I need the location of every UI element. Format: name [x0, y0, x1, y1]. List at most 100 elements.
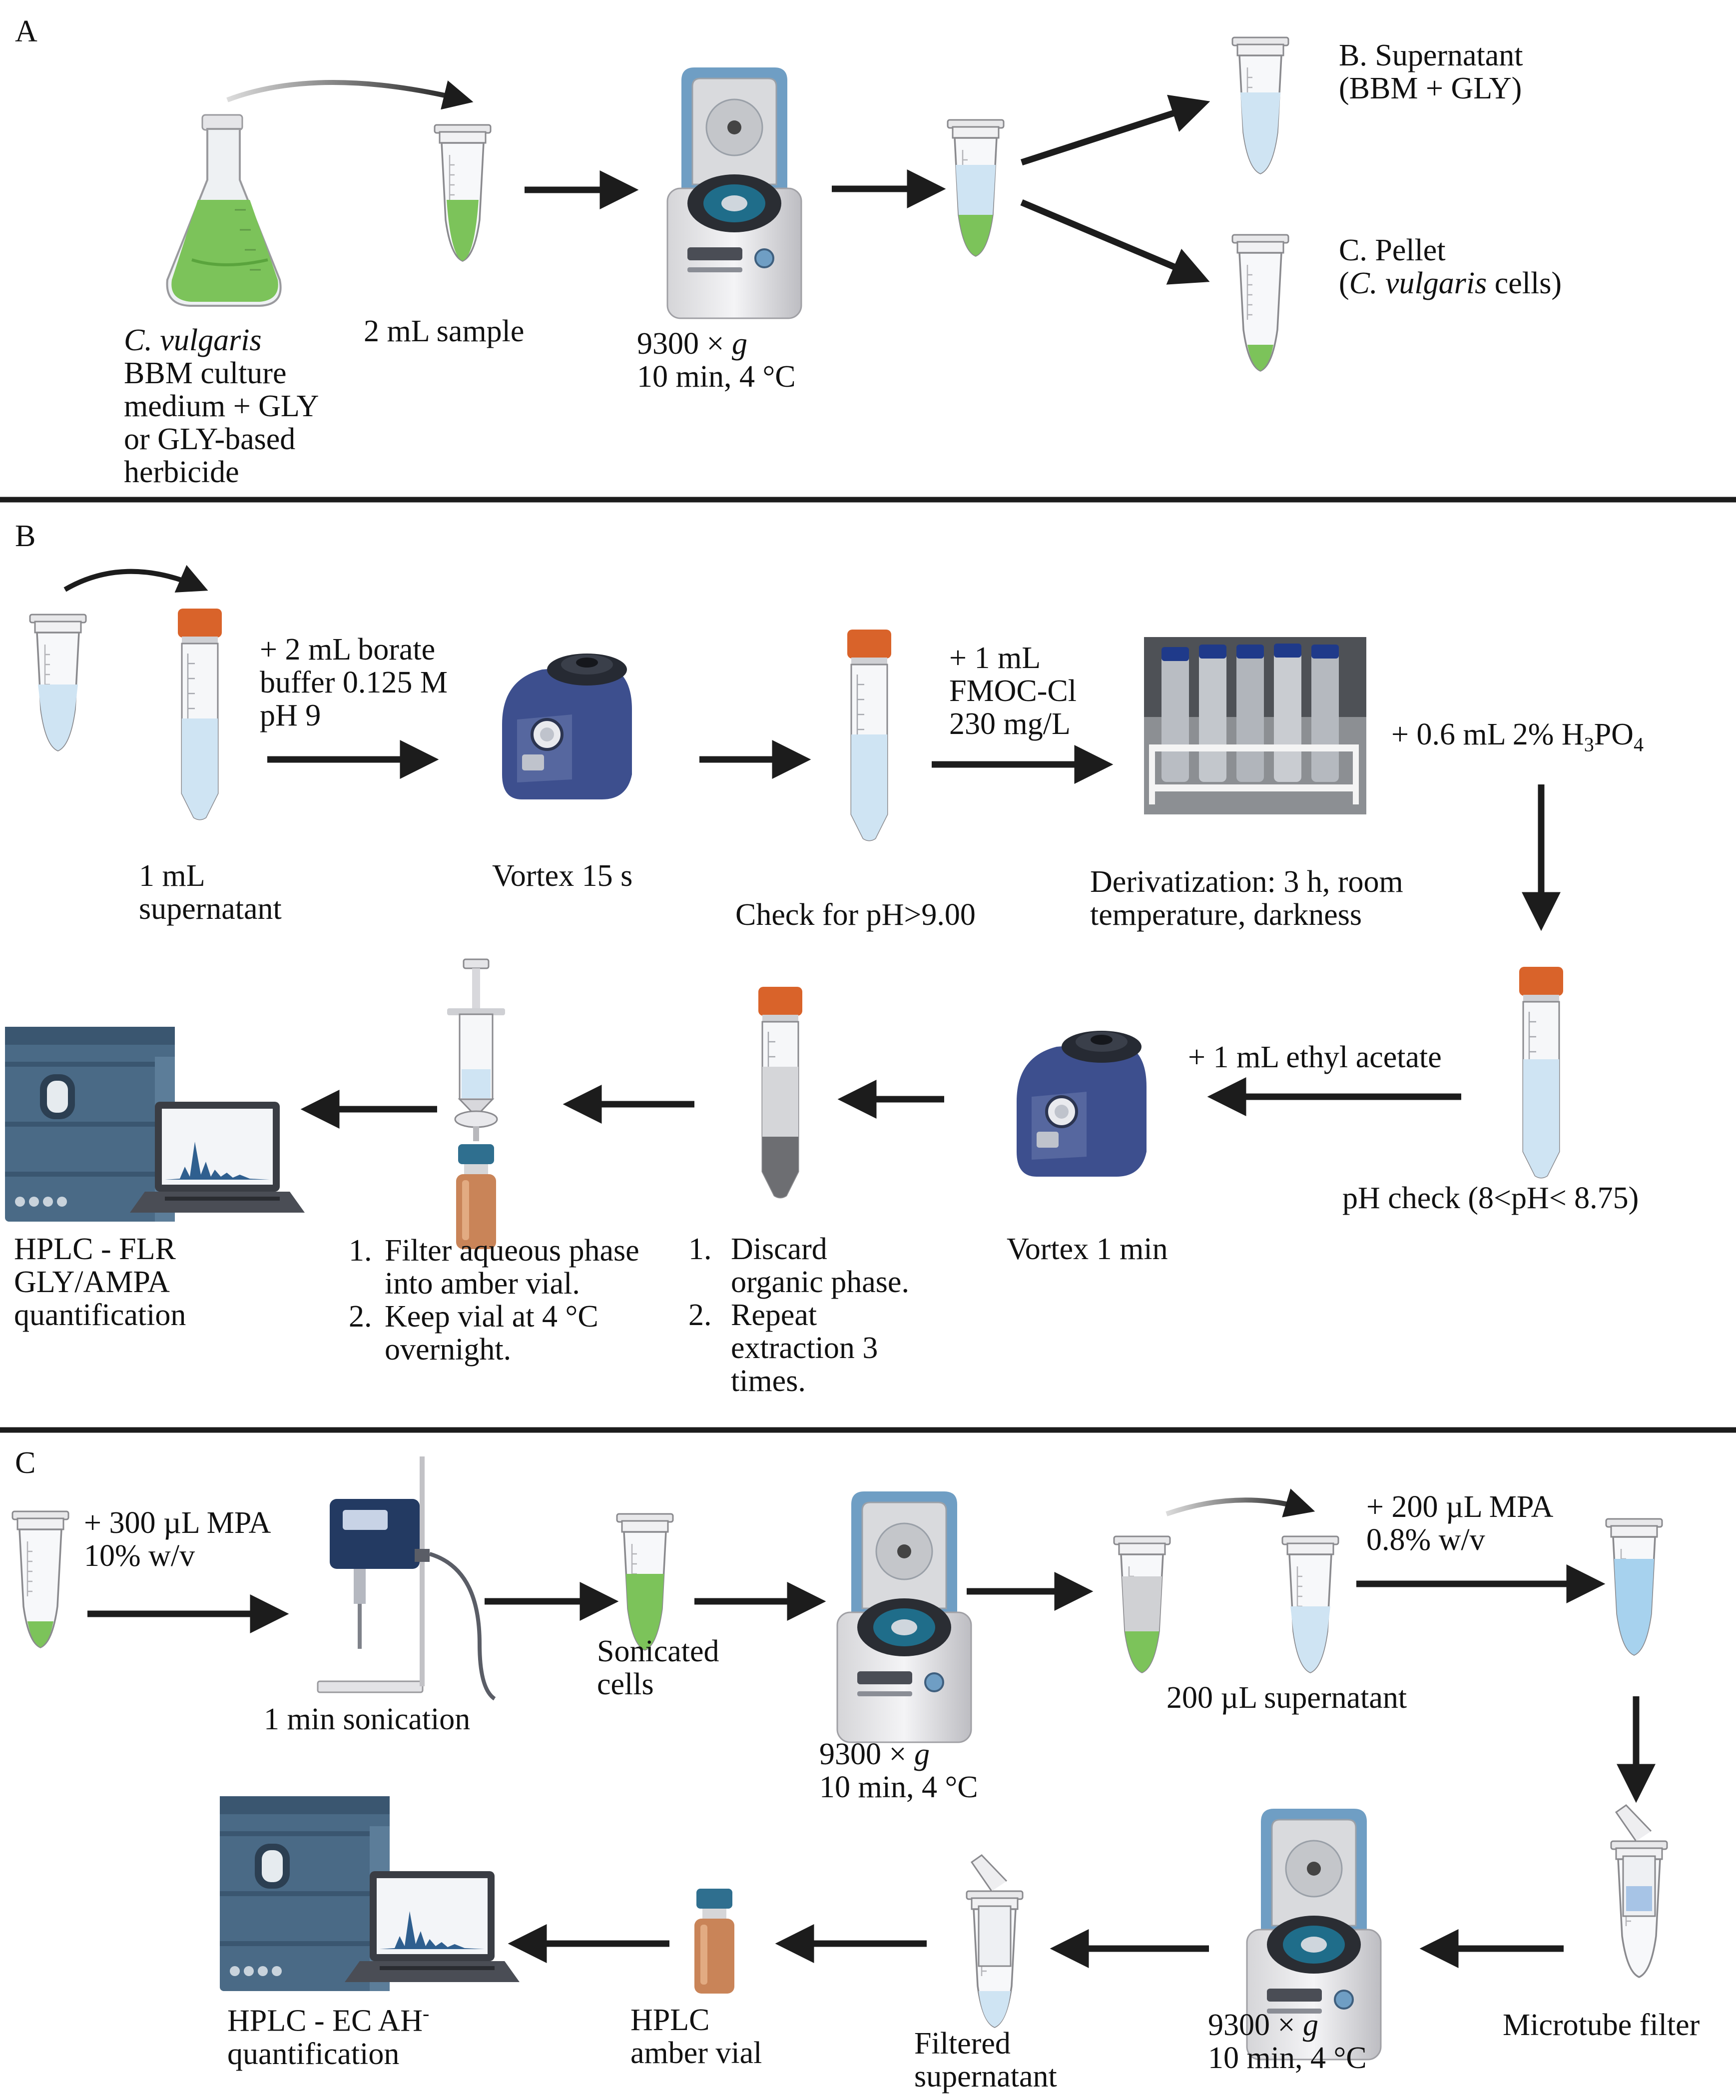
supernatant-200-tube-icon — [1281, 1535, 1339, 1673]
culture-label: C. vulgaris BBM culture medium + GLY or … — [124, 324, 319, 489]
centrifuge-a-g: g — [731, 327, 747, 361]
panel-label-c: C — [15, 1446, 36, 1480]
erlenmeyer-flask-icon — [166, 114, 282, 307]
fmoc-line-2: FMOC-Cl — [949, 674, 1077, 708]
vial-line-2: amber vial — [630, 2036, 762, 2070]
fmoc-line-3: 230 mg/L — [949, 707, 1071, 741]
discard-line-5: times. — [731, 1364, 806, 1398]
centrifuge-c2-g: g — [1302, 2008, 1318, 2042]
centrifuge-a-time: 10 min, 4 °C — [637, 360, 796, 394]
filter-line-4: overnight. — [385, 1333, 512, 1367]
sample-tube-icon — [434, 124, 492, 262]
centrifuge-a-label: 9300 × g 10 min, 4 °C — [637, 327, 796, 393]
pellet-a-label: C. Pellet (C. vulgaris cells) — [1339, 234, 1562, 300]
filtered-supernatant-label: Filtered supernatant — [914, 2027, 1057, 2093]
sonicated-label: Sonicated cells — [597, 1635, 719, 1701]
mpa-tube-icon — [1605, 1518, 1663, 1656]
sonicated-line-2: cells — [597, 1667, 654, 1701]
discard-line-4: extraction 3 — [731, 1331, 878, 1365]
supernatant-b-line-2: supernatant — [139, 892, 282, 926]
centrifuge-c-icon — [836, 1490, 972, 1743]
filter-num-2: 2. — [349, 1300, 372, 1334]
extraction-falcon-icon — [757, 986, 803, 1199]
h3po4-sub-2: 4 — [1633, 733, 1644, 756]
pellet-a-open: ( — [1339, 266, 1349, 300]
pellet-a-line-1: C. Pellet — [1339, 233, 1446, 267]
supernatant-b-label: 1 mL supernatant — [139, 859, 282, 925]
sonicated-line-1: Sonicated — [597, 1634, 719, 1668]
falcon-tube-ph-icon — [846, 629, 892, 841]
hplc-ec-instrument-icon — [220, 1796, 520, 1991]
vial-line-1: HPLC — [630, 2003, 710, 2037]
filtered-supernatant-tube-icon — [966, 1854, 1024, 2028]
microtube-filter-icon — [1610, 1804, 1668, 1978]
pellet-tube-icon — [1231, 234, 1289, 372]
discard-list: 1. Discard organic phase. 2. Repeat extrac… — [688, 1233, 909, 1398]
discard-line-1: Discard — [731, 1232, 827, 1266]
borate-line-2: buffer 0.125 M — [260, 666, 448, 700]
supernatant-a-line-1: B. Supernatant — [1339, 38, 1523, 72]
mpa-300-line-1: + 300 µL MPA — [84, 1506, 271, 1540]
filter-list: 1.Filter aqueous phase into amber vial. … — [349, 1234, 639, 1366]
amber-vial-c-icon — [694, 1889, 734, 1994]
microtube-filter-label: Microtube filter — [1503, 2008, 1700, 2042]
centrifuge-c-label: 9300 × g 10 min, 4 °C — [819, 1738, 978, 1804]
hplc-flr-label: HPLC - FLR GLY/AMPA quantification — [14, 1233, 186, 1332]
transfer-arrow-a — [226, 80, 474, 110]
centrifuged-tube-c-icon — [1113, 1535, 1171, 1673]
mpa-300-line-2: 10% w/v — [84, 1539, 195, 1573]
centrifuge-c-g: g — [914, 1737, 930, 1771]
supernatant-a-line-2: (BBM + GLY) — [1339, 71, 1522, 105]
centrifuge-c2-time: 10 min, 4 °C — [1208, 2041, 1367, 2075]
culture-species: C. vulgaris — [124, 323, 262, 357]
ethyl-acetate-label: + 1 mL ethyl acetate — [1188, 1040, 1442, 1074]
ph-check-label: Check for pH>9.00 — [735, 898, 976, 932]
supernatant-b-line-1: 1 mL — [139, 859, 205, 893]
centrifuge-icon — [666, 66, 802, 319]
sonication-label: 1 min sonication — [264, 1702, 471, 1736]
syringe-filter-icon — [447, 958, 505, 1141]
borate-label: + 2 mL borate buffer 0.125 M pH 9 — [260, 633, 448, 732]
mpa-200-line-2: 0.8% w/v — [1366, 1523, 1485, 1557]
culture-line-3: or GLY-based — [124, 422, 296, 456]
fmoc-line-1: + 1 mL — [949, 641, 1041, 675]
filter-line-1: Filter aqueous phase — [385, 1234, 639, 1268]
fmoc-label: + 1 mL FMOC-Cl 230 mg/L — [949, 642, 1077, 740]
h3po4-mid: PO — [1594, 717, 1634, 751]
discard-num-1: 1. — [688, 1232, 712, 1266]
vortex-1-label: Vortex 1 min — [1007, 1232, 1168, 1266]
vortex-mixer-icon — [502, 654, 632, 799]
supernatant-a-label: B. Supernatant (BBM + GLY) — [1339, 39, 1523, 105]
hplc-ec-line-1: HPLC - EC AH — [227, 2004, 423, 2038]
pellet-tube-c-icon — [11, 1510, 69, 1648]
hplc-flr-instrument-icon — [5, 1027, 305, 1222]
culture-line-2: medium + GLY — [124, 389, 319, 423]
filter-num-1: 1. — [349, 1234, 372, 1268]
filter-line-2: into amber vial. — [385, 1267, 580, 1301]
transfer-arrow-c — [1165, 1488, 1315, 1517]
discard-num-2: 2. — [688, 1298, 712, 1332]
supernatant-200-label: 200 µL supernatant — [1166, 1681, 1407, 1715]
discard-line-2: organic phase. — [731, 1265, 909, 1299]
sample-label: 2 mL sample — [364, 314, 525, 348]
culture-line-1: BBM culture — [124, 356, 287, 390]
sonicated-tube-icon — [616, 1513, 674, 1651]
discard-line-3: Repeat — [731, 1298, 817, 1332]
derivatization-label: Derivatization: 3 h, room temperature, d… — [1090, 865, 1403, 931]
hplc-flr-line-1: HPLC - FLR — [14, 1232, 176, 1266]
h3po4-sub-1: 3 — [1584, 733, 1594, 756]
supernatant-tube-icon — [1231, 36, 1289, 174]
derivatization-line-1: Derivatization: 3 h, room — [1090, 865, 1403, 899]
centrifuge-c2-speed: 9300 × — [1208, 2008, 1303, 2042]
borate-line-1: + 2 mL borate — [260, 633, 436, 667]
hplc-ec-line-2: quantification — [227, 2037, 400, 2071]
arrow-to-supernatant — [1020, 94, 1210, 166]
sonicator-icon — [317, 1456, 496, 1701]
culture-line-4: herbicide — [124, 455, 239, 489]
h3po4-label: + 0.6 mL 2% H3PO4 — [1391, 718, 1644, 761]
hplc-flr-line-2: GLY/AMPA — [14, 1265, 170, 1299]
borate-line-3: pH 9 — [260, 699, 321, 732]
filter-line-3: Keep vial at 4 °C — [385, 1300, 598, 1334]
